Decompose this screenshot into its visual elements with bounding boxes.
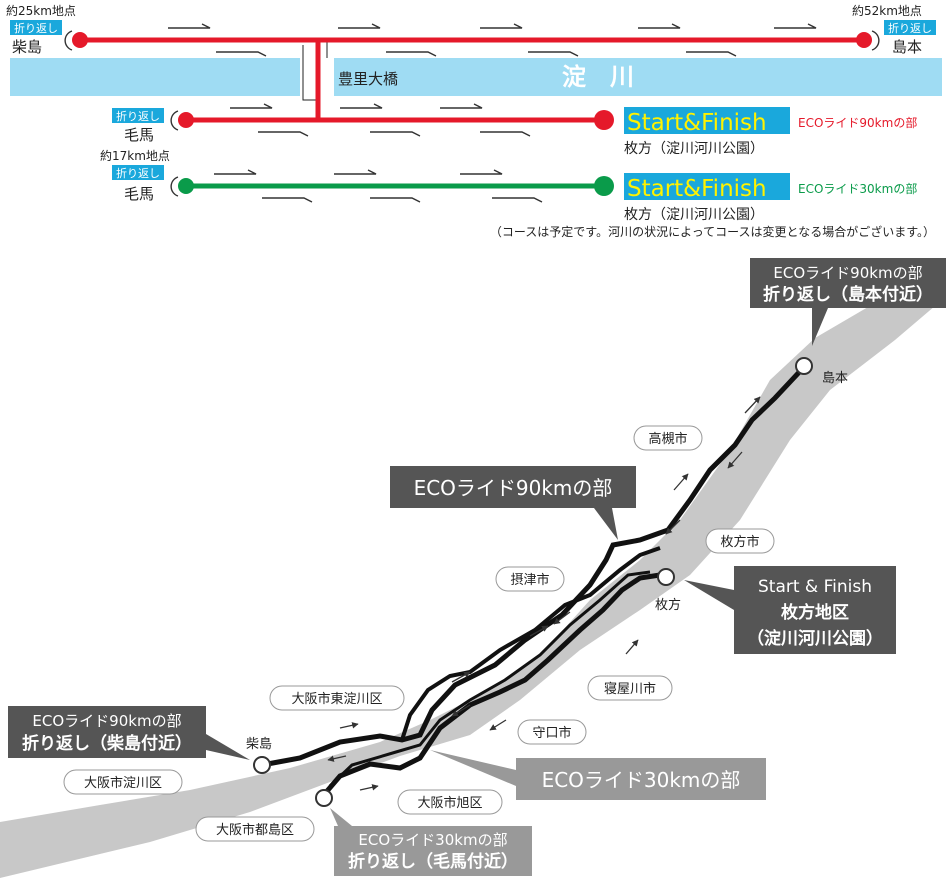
svg-text:折り返し（毛馬付近）: 折り返し（毛馬付近） — [348, 851, 518, 872]
city-miyakojima: 大阪市都島区 — [216, 822, 294, 838]
turn-badge-shibajima — [10, 20, 62, 35]
node-hirakata-30 — [594, 176, 614, 196]
label-shimamoto: 島本 — [822, 371, 848, 386]
turn-icons — [64, 30, 880, 197]
river-shape — [0, 266, 942, 878]
turn-badge-kema-90 — [112, 108, 164, 123]
turn-badge-text: 折り返し — [116, 166, 160, 180]
city-moriguchi: 守口市 — [532, 725, 571, 741]
hirakata-park-label-30: 枚方（淀川河川公園） — [624, 207, 764, 223]
turn-badge-text: 折り返し — [116, 109, 160, 123]
kema-label-30: 毛馬 — [124, 185, 154, 203]
route-30-path — [320, 572, 661, 799]
km17-label: 約17km地点 — [100, 148, 170, 163]
callout-shibajima: ECOライド90kmの部 折り返し（柴島付近） — [8, 706, 250, 760]
svg-text:枚方地区: 枚方地区 — [781, 602, 849, 623]
svg-text:ECOライド30kmの部: ECOライド30kmの部 — [358, 831, 507, 849]
svg-text:ECOライド30kmの部: ECOライド30kmの部 — [542, 768, 741, 792]
schematic-diagram: 淀 川 豊里大橋 — [6, 3, 942, 239]
kema-label-90: 毛馬 — [124, 126, 154, 144]
shimamoto-label: 島本 — [892, 38, 922, 56]
node-shimamoto — [856, 32, 872, 48]
node-kema-30 — [178, 178, 194, 194]
city-hirakata: 枚方市 — [720, 534, 759, 550]
label-shibajima: 柴島 — [246, 737, 272, 752]
city-labels: 高槻市 枚方市 摂津市 寝屋川市 大阪市東淀川区 守口市 大阪市淀川区 大阪市旭… — [63, 425, 775, 842]
node-kema-90 — [178, 112, 194, 128]
direction-arrows — [168, 23, 817, 203]
callout-shimamoto: ECOライド90kmの部 折り返し（島本付近） — [750, 258, 946, 346]
svg-text:Start & Finish: Start & Finish — [758, 577, 872, 597]
callout-kema: ECOライド30kmの部 折り返し（毛馬付近） — [330, 808, 532, 876]
node-map-kema — [315, 789, 333, 807]
route-map: 島本 枚方 柴島 ECOライド90kmの部 折り返し（島本付近） ECOライド9… — [0, 258, 946, 878]
callout-90: ECOライド90kmの部 — [390, 466, 636, 540]
bridge-label: 豊里大橋 — [338, 70, 398, 88]
map-arrows — [327, 396, 761, 791]
city-takatsuki: 高槻市 — [648, 431, 687, 447]
node-map-hirakata — [657, 568, 675, 586]
km25-label: 約25km地点 — [6, 3, 76, 18]
label-hirakata: 枚方 — [655, 597, 681, 613]
course-note: （コースは予定です。河川の状況によってコースは変更となる場合がございます。） — [490, 224, 935, 239]
km52-label: 約52km地点 — [852, 3, 922, 18]
river-label: 淀 川 — [562, 63, 634, 91]
city-neyagawa: 寝屋川市 — [604, 681, 656, 697]
city-yodogawa: 大阪市淀川区 — [84, 775, 162, 791]
turn-badge-text: 折り返し — [14, 21, 58, 35]
start-finish-text-30: Start&Finish — [627, 176, 767, 202]
callout-30: ECOライド30kmの部 — [430, 750, 766, 800]
city-higashiyodogawa: 大阪市東淀川区 — [291, 691, 382, 707]
svg-text:ECOライド90kmの部: ECOライド90kmの部 — [32, 712, 181, 730]
node-map-shimamoto — [795, 357, 813, 375]
node-hirakata-90 — [594, 110, 614, 130]
route-30-inner — [328, 570, 651, 788]
route-90-return — [400, 546, 661, 741]
svg-text:ECOライド90kmの部: ECOライド90kmの部 — [414, 476, 613, 500]
city-settsu: 摂津市 — [510, 572, 549, 588]
city-asahi: 大阪市旭区 — [417, 795, 482, 811]
svg-text:折り返し（島本付近）: 折り返し（島本付近） — [763, 284, 933, 305]
turn-badge-text: 折り返し — [888, 21, 932, 35]
turn-badge-kema-30 — [112, 165, 164, 180]
start-finish-box-30 — [624, 173, 790, 200]
callout-start: Start & Finish 枚方地区 （淀川河川公園） — [684, 566, 896, 654]
river-band-right — [334, 58, 942, 96]
course30-label: ECOライド30kmの部 — [798, 181, 917, 196]
svg-text:（淀川河川公園）: （淀川河川公園） — [747, 628, 883, 649]
hirakata-park-label-90: 枚方（淀川河川公園） — [624, 141, 764, 157]
start-finish-box-90 — [624, 107, 790, 134]
node-shibajima — [72, 32, 88, 48]
node-map-shibajima — [253, 756, 271, 774]
svg-text:折り返し（柴島付近）: 折り返し（柴島付近） — [22, 733, 192, 754]
turn-badge-shimamoto — [884, 20, 936, 35]
course90-label: ECOライド90kmの部 — [798, 115, 917, 130]
river-band-left — [10, 58, 300, 96]
start-finish-text-90: Start&Finish — [627, 110, 767, 136]
shibajima-label: 柴島 — [12, 38, 42, 56]
svg-text:ECOライド90kmの部: ECOライド90kmの部 — [773, 264, 922, 282]
